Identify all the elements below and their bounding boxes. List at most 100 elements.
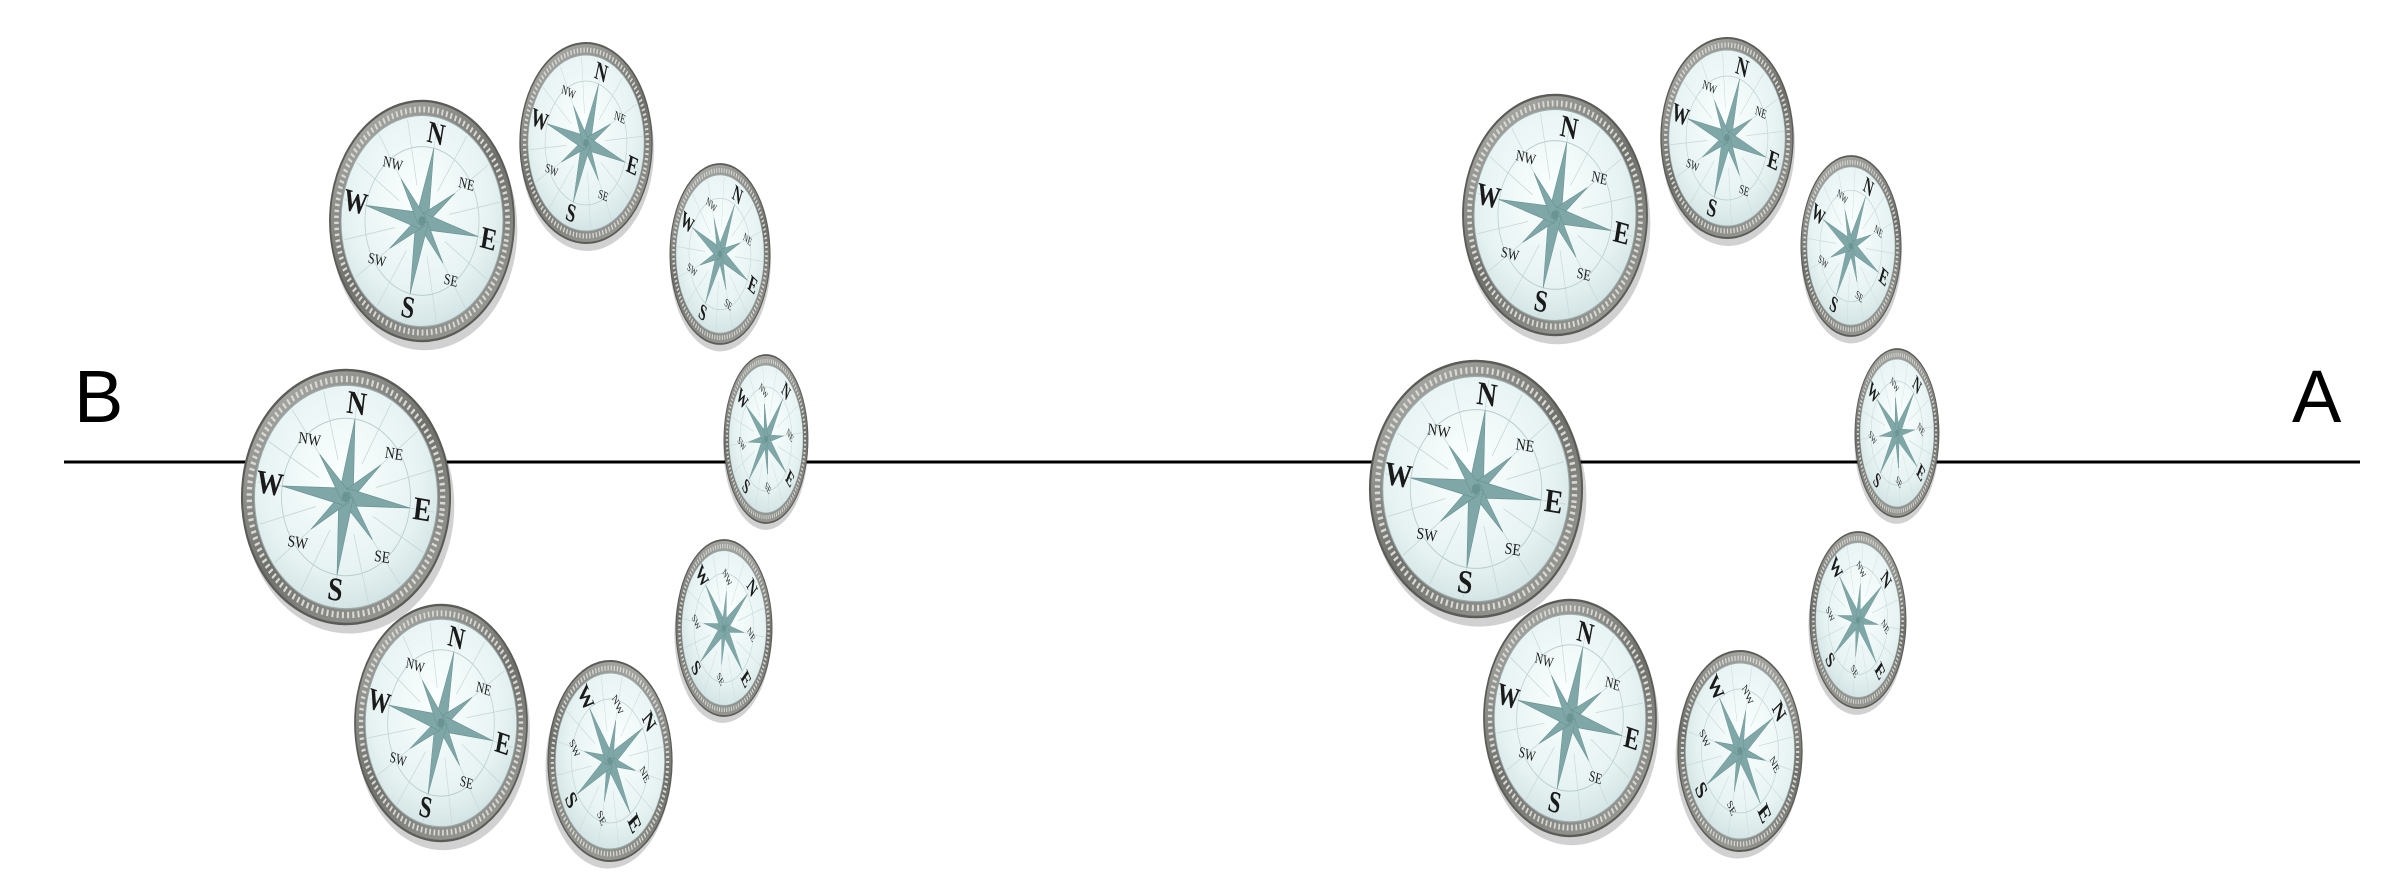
compass-rose [1410, 410, 1542, 568]
compass-intercardinal-label: NW [758, 380, 769, 402]
compass-cardinal-label: W [341, 182, 370, 223]
compass-intercardinal-label: SE [597, 187, 610, 205]
compass-rose [282, 418, 410, 576]
compass-intercardinal-label: NW [382, 154, 405, 176]
compass-intercardinal-label: SW [367, 250, 388, 272]
compass-rose [1518, 646, 1622, 790]
compass-cardinal-label: W [1474, 176, 1503, 217]
compass-intercardinal-label: NW [1701, 78, 1718, 98]
compass-rose [1688, 78, 1766, 198]
compass-rose [1834, 576, 1882, 664]
compass-intercardinal-label: NW [560, 83, 577, 103]
compass-intercardinal-label: NW [1515, 148, 1538, 170]
compass-intercardinal-label: SW [388, 748, 408, 770]
compass-rose [692, 204, 748, 304]
label-b: B [74, 355, 123, 438]
compass-cardinal-label: W [1383, 455, 1415, 496]
compass-intercardinal-label: NE [457, 175, 475, 196]
compass-cardinal-label: N [1733, 50, 1751, 84]
compass-intercardinal-label: SW [1500, 244, 1521, 266]
compass-cardinal-label: E [1765, 143, 1782, 176]
compass-cardinal-label: N [425, 115, 447, 154]
compass-cardinal-label: N [446, 618, 468, 657]
compass-intercardinal-label: SW [287, 533, 310, 554]
compass-intercardinal-label: NW [405, 654, 426, 677]
compass-cardinal-label: W [678, 206, 696, 240]
compass-intercardinal-label: NE [384, 444, 404, 464]
compass-cardinal-label: S [1546, 783, 1564, 820]
compass-cardinal-label: E [411, 489, 433, 529]
compass-intercardinal-label: SW [544, 161, 560, 181]
compass-intercardinal-label: NE [475, 678, 492, 700]
compass-intercardinal-label: SE [459, 772, 475, 793]
compass-intercardinal-label: SW [1825, 604, 1836, 625]
compass-rose [1823, 196, 1879, 296]
compass-intercardinal-label: NE [742, 231, 753, 249]
compass-rose [700, 584, 748, 672]
compass-cardinal-label: W [254, 462, 285, 503]
compass-intercardinal-label: NW [297, 430, 322, 451]
compass-cardinal-label: E [624, 148, 641, 181]
compass-intercardinal-label: NE [746, 625, 757, 645]
compass-intercardinal-label: NE [1873, 223, 1884, 241]
compass-cardinal-label: W [1670, 96, 1692, 132]
compass-intercardinal-label: SE [723, 297, 733, 314]
compass-cardinal-label: N [592, 55, 610, 89]
compass-intercardinal-label: SW [1817, 253, 1829, 272]
compass-intercardinal-label: SW [1517, 743, 1537, 765]
compass-intercardinal-label: SE [1588, 767, 1604, 788]
compass-intercardinal-label: NW [1889, 374, 1900, 396]
compass-intercardinal-label: NW [1855, 558, 1867, 581]
compass-cardinal-label: E [493, 724, 514, 762]
compass-intercardinal-label: NE [1880, 617, 1891, 637]
compass-intercardinal-label: NE [613, 109, 627, 128]
compass-intercardinal-label: SE [1854, 289, 1864, 306]
compass-rose [389, 651, 493, 795]
compass-intercardinal-label: NW [1426, 420, 1451, 442]
compass-intercardinal-label: SE [595, 808, 608, 829]
compass-intercardinal-label: SE [443, 271, 459, 291]
compass-cardinal-label: S [1532, 283, 1551, 321]
compass-cardinal-label: N [345, 383, 369, 423]
compass-intercardinal-label: SE [373, 548, 391, 568]
compass-intercardinal-label: NW [1534, 649, 1555, 672]
compass-cardinal-label: S [326, 570, 345, 609]
compass-cardinal-label: S [399, 289, 418, 327]
compass-cardinal-label: S [1455, 563, 1474, 602]
compass-intercardinal-label: NE [1515, 435, 1535, 456]
compass-intercardinal-label: SW [1685, 156, 1701, 176]
compass-cardinal-label: E [1622, 719, 1643, 757]
compass-intercardinal-label: SE [1895, 473, 1904, 491]
compass-rose [1707, 698, 1773, 804]
compass-rose [577, 708, 643, 814]
compass-intercardinal-label: NE [1590, 169, 1608, 190]
compass-cardinal-label: W [1809, 198, 1827, 232]
compass-intercardinal-label: SW [691, 612, 702, 633]
compass-rose [366, 148, 478, 294]
compass-intercardinal-label: SE [1725, 798, 1738, 819]
compass-intercardinal-label: NE [1916, 420, 1926, 439]
compass-intercardinal-label: SE [1504, 539, 1522, 560]
compass-rose [745, 398, 787, 480]
compass-cardinal-label: N [1575, 613, 1597, 652]
compass-intercardinal-label: SW [1867, 427, 1878, 448]
compass-intercardinal-label: SW [736, 433, 747, 454]
compass-intercardinal-label: SE [1849, 662, 1859, 681]
compass-cardinal-label: W [529, 101, 551, 137]
compass-intercardinal-label: NE [1754, 104, 1768, 123]
compass-intercardinal-label: SW [1415, 524, 1438, 546]
compass-rose [1876, 392, 1918, 474]
compass-intercardinal-label: SE [715, 670, 725, 689]
compass-intercardinal-label: NW [721, 566, 733, 589]
compass-intercardinal-label: SE [1576, 265, 1592, 285]
